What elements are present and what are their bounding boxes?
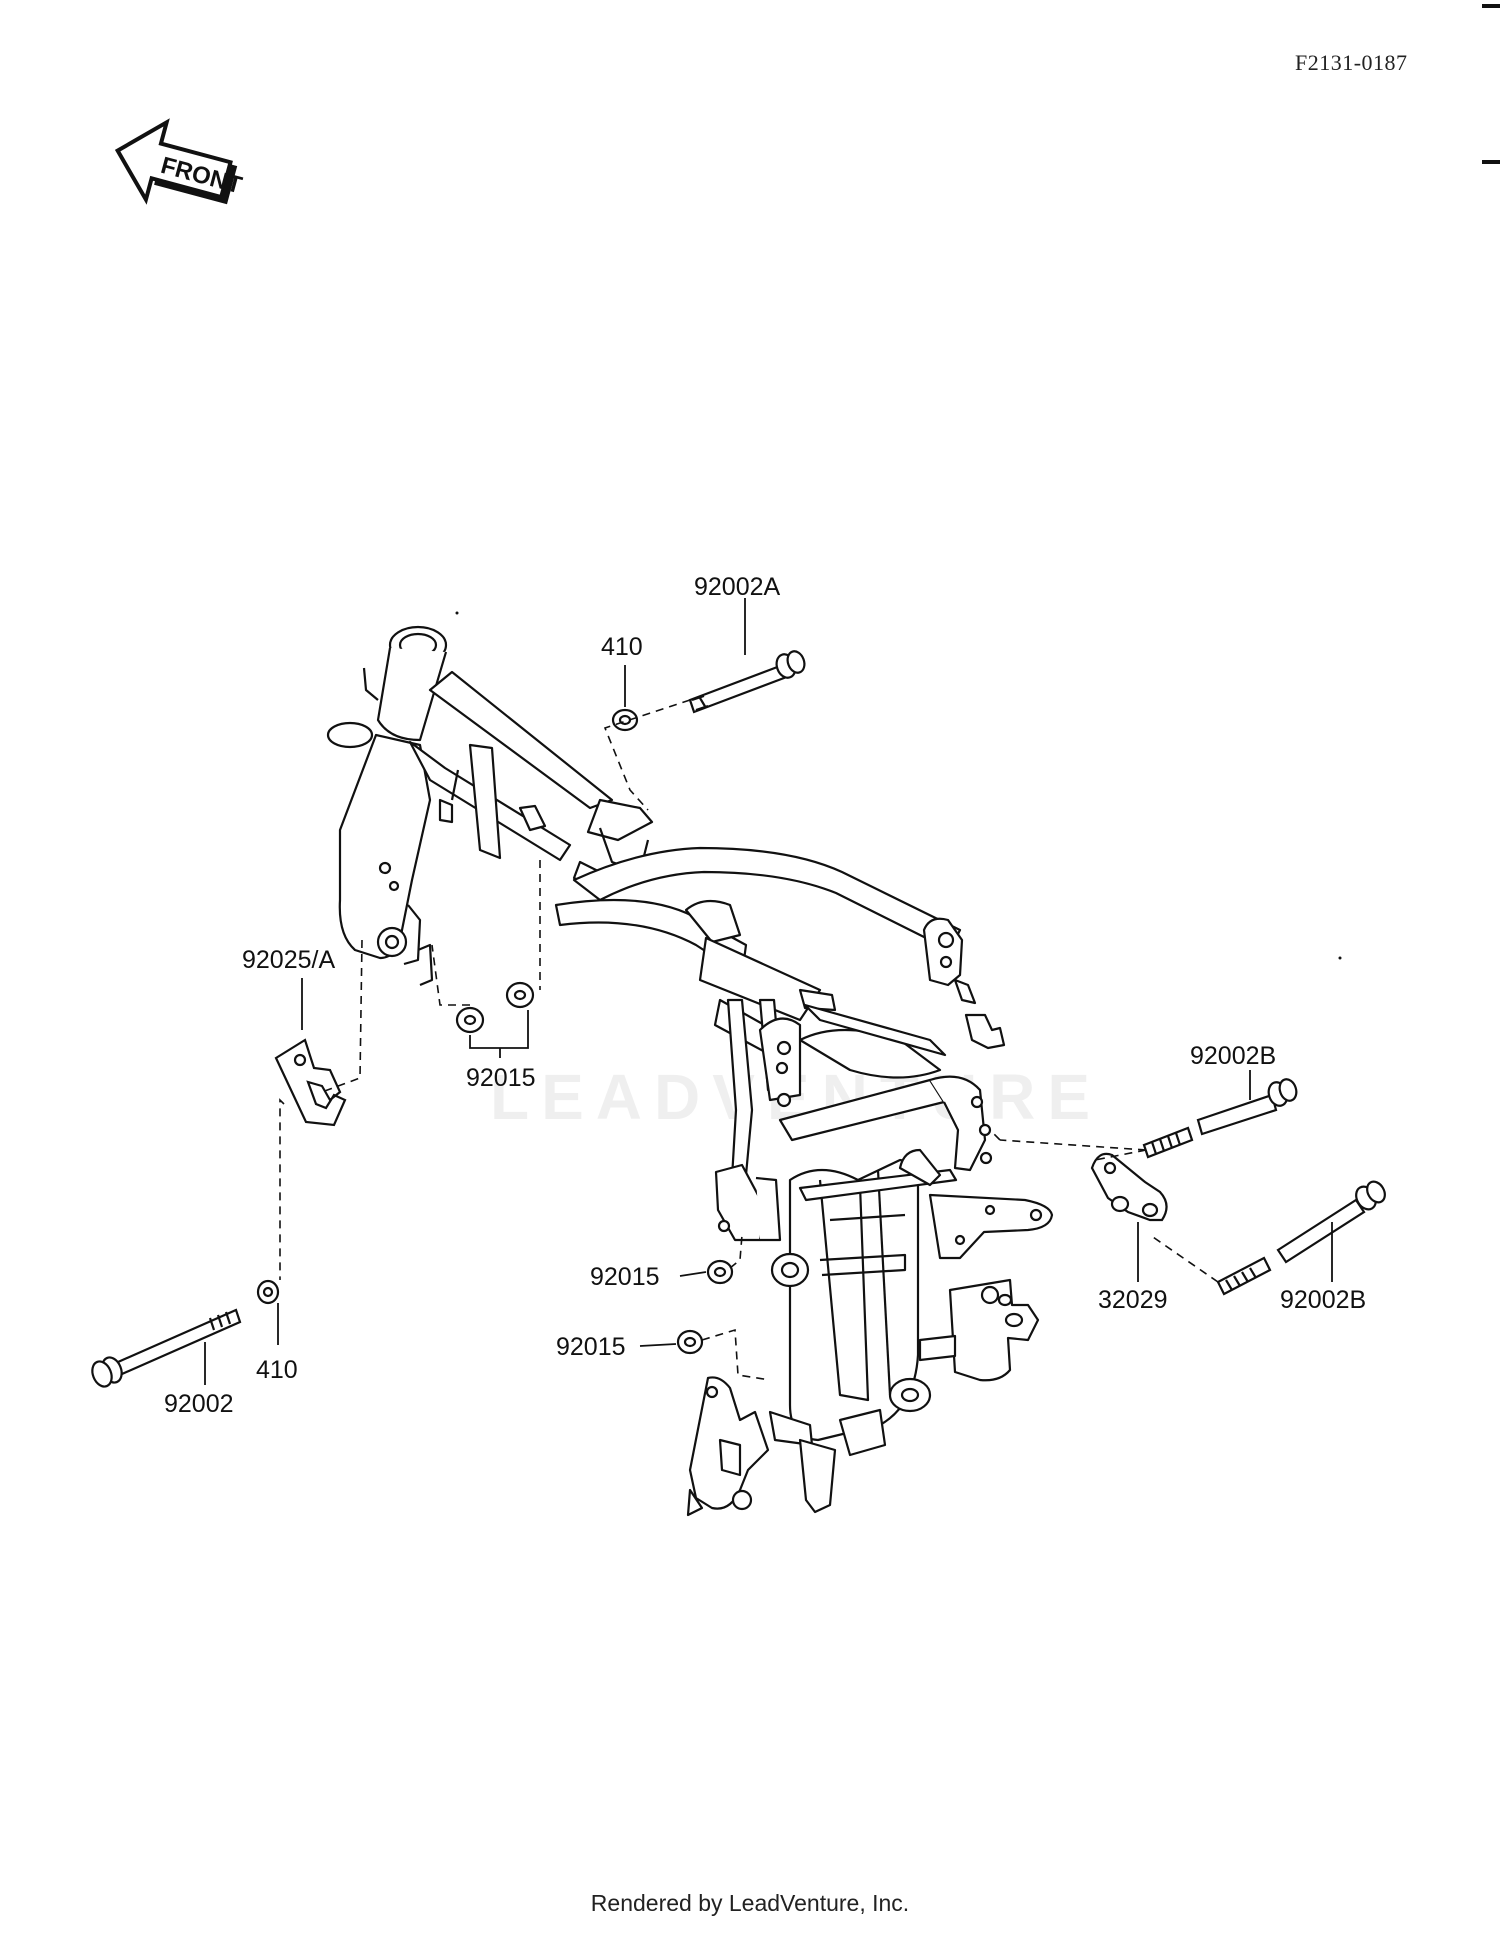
bolt-92002B-upper xyxy=(1142,1078,1298,1159)
washer-410-upper xyxy=(611,708,639,732)
callout-92002: 92002 xyxy=(164,1390,234,1418)
speck xyxy=(1338,956,1342,960)
edge-crop-mark-top xyxy=(1482,4,1500,8)
nut-92015-upper-b xyxy=(505,981,535,1009)
front-left-gusset xyxy=(338,733,432,960)
upper-left-rail xyxy=(428,670,614,810)
speck xyxy=(455,611,459,615)
drawing-code: F2131-0187 xyxy=(1295,50,1408,75)
bolt-92002A xyxy=(688,650,806,714)
leader-lines xyxy=(204,598,1333,1385)
callout-410-upper: 410 xyxy=(601,633,643,661)
front-arrow: FRONT xyxy=(114,118,245,205)
callout-92002B-lower: 92002B xyxy=(1280,1286,1366,1314)
callout-92015-lower: 92015 xyxy=(556,1333,626,1361)
callout-410-lower: 410 xyxy=(256,1356,298,1384)
callout-92015-middle: 92015 xyxy=(590,1263,660,1291)
callout-92025A: 92025/A xyxy=(242,946,335,974)
clip-92025A xyxy=(274,1038,347,1127)
nut-92015-upper-a xyxy=(455,1006,485,1034)
callout-labels: 92002A 410 92025/A 92015 92002B 92015 32… xyxy=(164,573,1366,1418)
frame-assembly xyxy=(326,625,1054,1517)
edge-crop-mark-side xyxy=(1482,160,1500,164)
callout-92002B-upper: 92002B xyxy=(1190,1042,1276,1070)
footer-credit: Rendered by LeadVenture, Inc. xyxy=(590,1890,910,1916)
callout-92002A: 92002A xyxy=(694,573,781,601)
washer-410-lower xyxy=(256,1279,280,1305)
nut-92015-middle xyxy=(706,1259,734,1285)
plate-32029 xyxy=(1090,1152,1168,1222)
callout-92015-upper: 92015 xyxy=(466,1064,536,1092)
bolt-92002B-lower xyxy=(1216,1180,1386,1296)
dashed-alignment-lines xyxy=(279,699,1219,1381)
bolt-92002 xyxy=(91,1308,242,1388)
main-spine xyxy=(572,846,962,952)
nut-92015-lower xyxy=(676,1329,704,1355)
callout-32029: 32029 xyxy=(1098,1286,1168,1314)
engine-mount-plate xyxy=(928,1193,1054,1260)
